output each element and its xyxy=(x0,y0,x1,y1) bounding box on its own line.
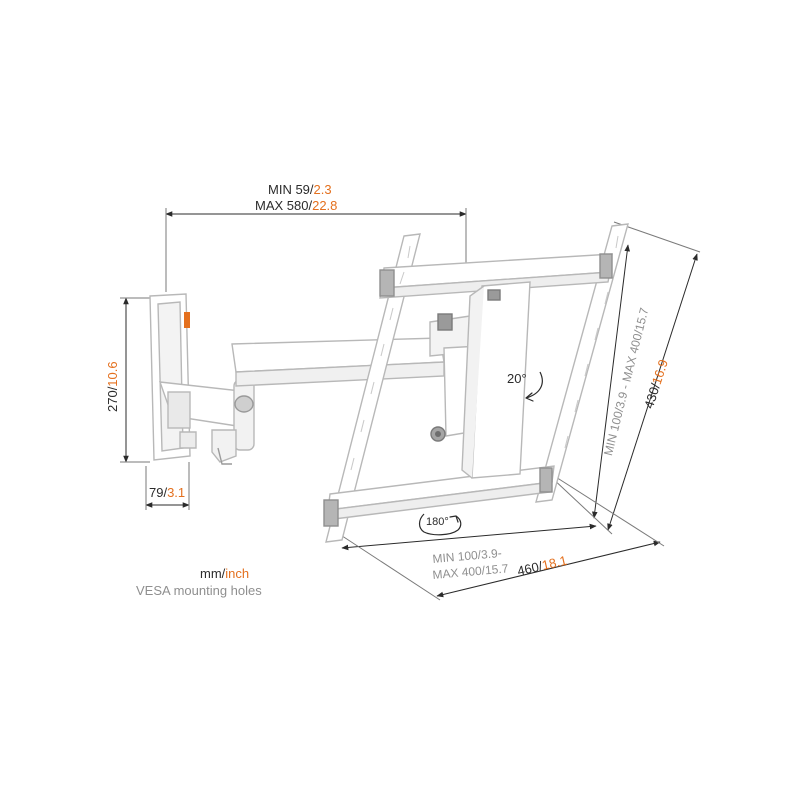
bottom-left-clip xyxy=(323,499,339,527)
extension-min-inch: 2.3 xyxy=(313,182,332,197)
plate-depth-inch: 3.1 xyxy=(167,485,186,500)
tilt-label: 20° xyxy=(507,372,527,385)
extension-min-mm: MIN 59/ xyxy=(268,182,314,197)
vesa-vertical-extension-bottom xyxy=(549,475,613,535)
vesa-vertical-size-line xyxy=(607,253,698,531)
bottom-right-clip xyxy=(539,467,553,493)
swivel-label: 180° xyxy=(426,517,449,528)
vesa-horizontal-extension-right xyxy=(547,471,665,547)
vesa-caption: VESA mounting holes xyxy=(136,584,262,597)
extension-max-inch: 22.8 xyxy=(312,198,338,213)
arm-joint-wall xyxy=(167,391,191,429)
extension-max-label: MAX 580/22.8 xyxy=(255,199,337,212)
plate-height-inch: 10.6 xyxy=(105,361,120,387)
right-vertical-rail xyxy=(535,223,629,503)
vesa-horizontal-size-line xyxy=(436,540,661,598)
vesa-horizontal-range-line xyxy=(341,523,597,551)
vesa-vertical-extension-top xyxy=(613,221,701,253)
plate-depth-label: 79/3.1 xyxy=(149,486,185,499)
rail-slots xyxy=(350,235,619,471)
swivel-arrow-icon xyxy=(418,513,462,536)
extension-max-mm: MAX 580/ xyxy=(255,198,313,213)
swivel-value: 180° xyxy=(426,516,449,528)
unit-legend: mm/inch xyxy=(200,567,249,580)
swing-arm xyxy=(158,313,483,465)
unit-inch: inch xyxy=(225,566,250,581)
top-left-clip xyxy=(379,269,395,297)
plate-height-label: 270/10.6 xyxy=(105,361,120,412)
vesa-caption-text: VESA mounting holes xyxy=(136,583,262,598)
extension-min-label: MIN 59/2.3 xyxy=(268,183,332,196)
plate-depth-mm: 79/ xyxy=(149,485,168,500)
vesa-horizontal-min-inch: 3.9- xyxy=(480,545,503,562)
vesa-horizontal-extension-left xyxy=(329,527,441,601)
brand-mark-icon xyxy=(184,312,190,328)
arm-hinge xyxy=(233,379,255,451)
tilt-arrow-icon xyxy=(525,371,543,402)
dimension-lines xyxy=(120,208,701,601)
vesa-bracket xyxy=(323,223,629,543)
vesa-horizontal-max-inch: 15.7 xyxy=(484,561,509,578)
top-right-clip xyxy=(599,253,613,279)
plate-height-mm: 270/ xyxy=(105,386,120,412)
tilt-knob xyxy=(437,313,453,331)
tilt-value: 20° xyxy=(507,371,527,386)
unit-mm: mm/ xyxy=(200,566,226,581)
